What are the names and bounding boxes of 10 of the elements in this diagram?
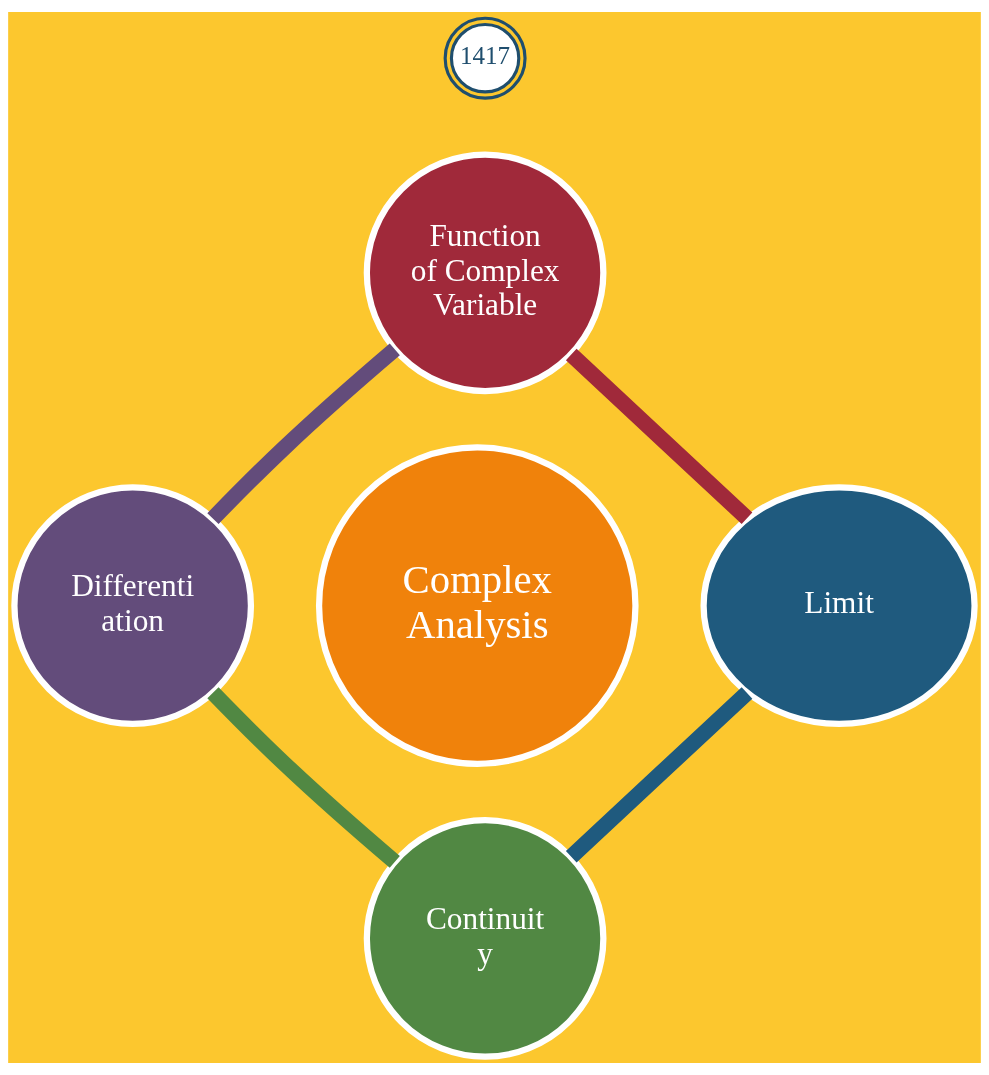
connector xyxy=(207,687,400,868)
node-circle: Differenti ation xyxy=(11,484,255,728)
connector xyxy=(565,687,753,863)
node-circle: Function of Complex Variable xyxy=(363,151,607,395)
connector xyxy=(207,343,400,525)
connector xyxy=(565,348,753,524)
node-ellipse: Limit xyxy=(700,484,978,728)
node-circle: Complex Analysis xyxy=(315,444,639,767)
node-circle: 1417 xyxy=(443,16,527,100)
node-circle: Continuit y xyxy=(363,817,607,1060)
